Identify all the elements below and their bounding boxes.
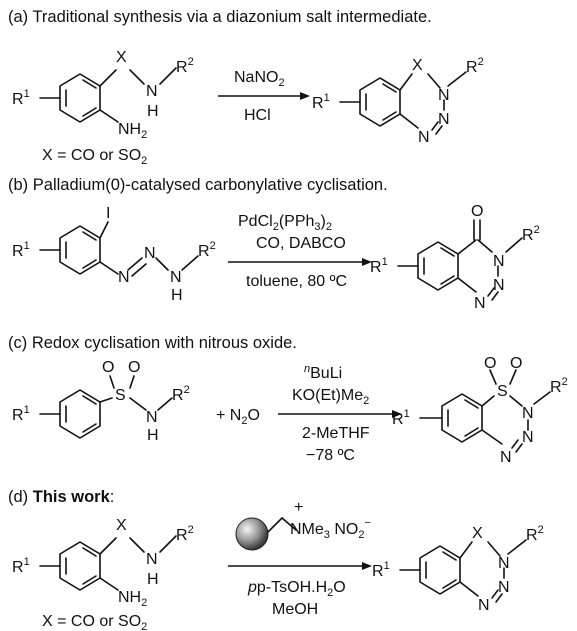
c-atom-o2: O (128, 359, 140, 376)
section-a-reagent-above: NaNO2 (234, 69, 285, 89)
section-b-arrowhead (362, 258, 372, 266)
c-atom-o1: O (102, 359, 114, 376)
p-a-atom-n2: N (438, 111, 450, 128)
p-c-atom-s: S (497, 383, 508, 400)
section-a-reagent-below: HCl (244, 107, 271, 124)
nh2-label: NH2 (118, 121, 147, 141)
c-r1: R1 (12, 404, 30, 424)
b-atom-h: H (171, 287, 183, 304)
p-d-atom-n2: N (498, 579, 510, 596)
resin-bead-icon (235, 517, 269, 551)
atom-h: H (147, 103, 159, 120)
p-a-r2: R2 (466, 56, 484, 76)
p-c-atom-n3: N (500, 449, 512, 466)
section-d-note: X = CO or SO2 (42, 613, 147, 631)
p-c-r1: R1 (392, 408, 410, 428)
c-plus-n2o: + N2O (216, 407, 260, 427)
section-c-product (419, 369, 551, 453)
section-c-arrowhead (392, 410, 402, 418)
section-a-reactant (39, 67, 177, 123)
resin-linker-2 (281, 517, 297, 531)
section-d-reagent-2: MeOH (272, 601, 318, 618)
section-b-reagent-2: CO, DABCO (256, 235, 346, 252)
section-b-header: (b) Palladium(0)-catalysed carbonylative… (8, 176, 388, 194)
r1-label: R1 (12, 88, 30, 108)
c-r2: R2 (172, 384, 190, 404)
p-d-r2: R2 (526, 524, 544, 544)
p-a-atom-n3: N (418, 129, 430, 146)
p-d-atom-n1: N (498, 555, 510, 572)
b-atom-n1: N (118, 269, 130, 286)
c-atom-s: S (115, 387, 126, 404)
c-atom-h: H (147, 427, 159, 444)
p-c-atom-o1: O (484, 355, 496, 372)
section-d-arrowhead (362, 562, 372, 570)
p-a-atom-n1: N (438, 87, 450, 104)
p-c-atom-o2: O (510, 355, 522, 372)
p-b-atom-o: O (471, 203, 483, 220)
p-d-atom-x: X (472, 525, 483, 542)
section-d-reagent-1: pp-TsOH.H2O (247, 579, 346, 599)
p-a-atom-x: X (412, 57, 423, 74)
section-b-reagent-1: PdCl2(PPh3)2 (238, 213, 332, 233)
section-c-reagent-2: KO(Et)Me2 (292, 387, 369, 407)
atom-iodine: I (106, 205, 110, 222)
section-b-reactant (39, 221, 199, 277)
section-b-reagent-3: toluene, 80 ºC (246, 273, 347, 290)
section-c-reagent-1: nBuLi (304, 363, 342, 382)
p-a-r1: R1 (312, 92, 330, 112)
section-d-reactant (39, 535, 177, 591)
c-atom-n: N (146, 409, 158, 426)
resin-label: NMe3 NO2− (290, 517, 371, 541)
b-r2: R2 (198, 240, 216, 260)
p-c-atom-n2: N (522, 429, 534, 446)
b-r1: R1 (12, 240, 30, 260)
d-nh2-label: NH2 (118, 589, 147, 609)
b-atom-n2: N (144, 245, 156, 262)
p-b-atom-n2: N (493, 277, 505, 294)
p-b-r1: R1 (370, 256, 388, 276)
d-atom-h: H (147, 571, 159, 588)
p-c-r2: R2 (550, 376, 568, 396)
section-d-header: (d) This work: (8, 488, 114, 506)
p-b-atom-n3: N (474, 295, 486, 312)
section-c-reagent-3: 2-MeTHF (302, 425, 370, 442)
p-b-atom-n1: N (493, 253, 505, 270)
section-a-header: (a) Traditional synthesis via a diazoniu… (8, 8, 432, 26)
section-c-header: (c) Redox cyclisation with nitrous oxide… (8, 334, 297, 352)
p-d-r1: R1 (372, 560, 390, 580)
section-a-note: X = CO or SO2 (42, 147, 147, 167)
d-atom-n: N (146, 551, 158, 568)
d-r2: R2 (176, 524, 194, 544)
section-a-arrowhead (300, 92, 310, 100)
resin-linker (267, 517, 283, 533)
r2-label: R2 (176, 56, 194, 76)
d-r1: R1 (12, 556, 30, 576)
section-b-product (397, 219, 523, 301)
p-b-r2: R2 (522, 224, 540, 244)
resin-plus-sign: + (294, 499, 303, 516)
section-c-reactant (39, 375, 173, 439)
atom-n: N (146, 83, 158, 100)
p-d-atom-n3: N (478, 597, 490, 614)
b-atom-n3: N (170, 269, 182, 286)
d-atom-x: X (116, 517, 127, 534)
p-c-atom-n1: N (522, 405, 534, 422)
section-d-product (399, 539, 527, 603)
section-a-product (339, 71, 467, 135)
section-c-reagent-4: −78 ºC (306, 447, 355, 464)
atom-x: X (116, 49, 127, 66)
